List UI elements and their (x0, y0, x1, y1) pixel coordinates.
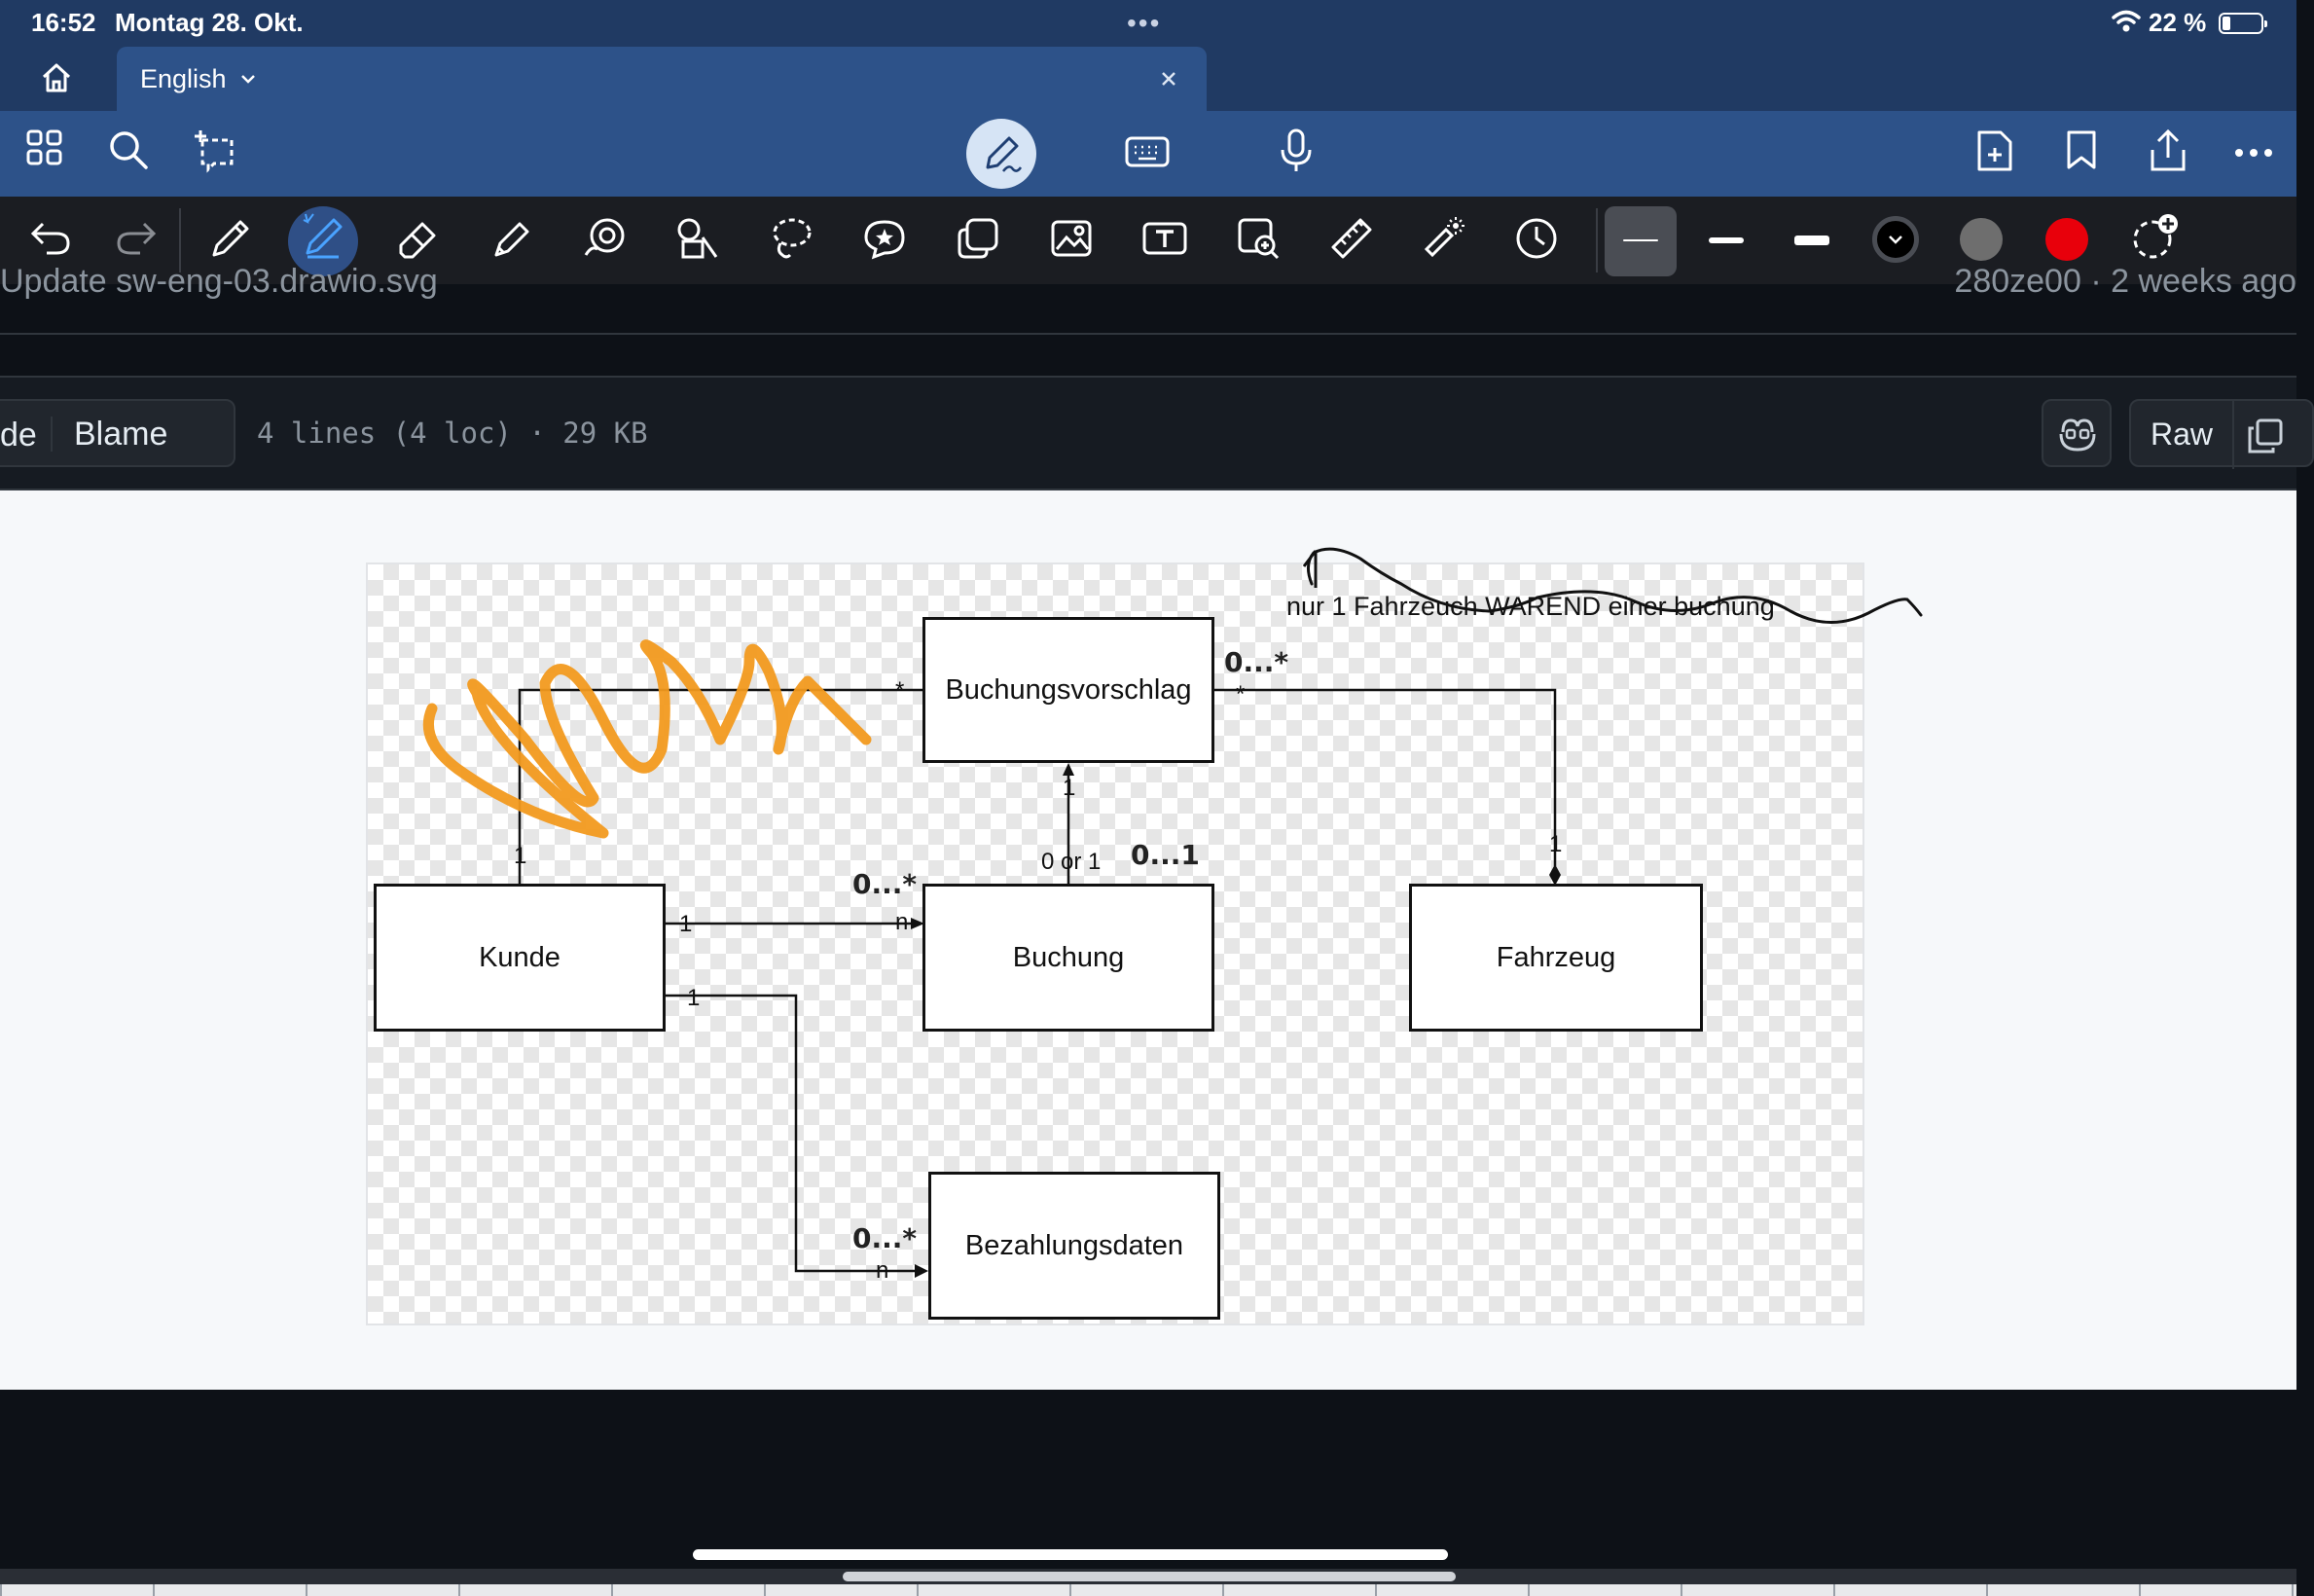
page-scroller[interactable] (0, 1569, 2296, 1596)
tab-title: English (140, 64, 227, 93)
segment-divider (51, 417, 53, 452)
stroke-thin-button[interactable] (1605, 206, 1677, 276)
handwritten-mult-buchung-top: 0...1 (1131, 839, 1200, 871)
battery-percent: 22 % (2149, 8, 2207, 37)
page-ruler (0, 1584, 2296, 1596)
tab-code[interactable]: de (0, 417, 37, 453)
segment-divider (2232, 401, 2234, 469)
spacer (0, 335, 2296, 378)
keyboard-icon[interactable] (1125, 134, 1170, 169)
wifi-icon (2112, 10, 2141, 32)
stroke-medium-button[interactable] (1709, 237, 1744, 243)
selected-tool-highlight (288, 206, 358, 276)
page-bottom (0, 1390, 2296, 1596)
label-n-buchung: n (895, 909, 909, 935)
pen-icon[interactable] (208, 216, 253, 261)
chevron-down-icon (1889, 236, 1902, 244)
label-zero-or-one: 0 or 1 (1041, 849, 1102, 875)
file-info: 4 lines (4 loc) · 29 KB (257, 417, 648, 450)
redo-icon[interactable] (115, 216, 158, 259)
copy-icon[interactable] (2246, 417, 2285, 455)
label-n-bezahl: n (876, 1257, 889, 1284)
grid-icon[interactable] (25, 128, 64, 167)
ballpoint-pen-icon[interactable] (300, 212, 348, 263)
add-color-icon[interactable] (2131, 212, 2180, 261)
box-kunde: Kunde (374, 884, 666, 1032)
label-one-fahrzeug: 1 (1549, 831, 1563, 857)
box-bezahlungsdaten: Bezahlungsdaten (928, 1172, 1220, 1320)
sticker-icon[interactable] (860, 216, 909, 261)
handwritten-mult-bezahl: 0...* (852, 1222, 918, 1254)
lasso-add-icon[interactable] (193, 128, 237, 173)
ruler-icon[interactable] (1329, 216, 1374, 261)
image-search-icon[interactable] (1236, 216, 1281, 261)
close-icon[interactable] (1158, 68, 1179, 90)
textbox-icon[interactable] (1140, 216, 1189, 261)
status-time: 16:52 (31, 8, 96, 37)
stroke-thin (1623, 239, 1658, 241)
shape-tool-icon[interactable] (673, 216, 720, 261)
document-tab[interactable]: English (117, 47, 1207, 111)
scroll-thumb[interactable] (843, 1572, 1456, 1581)
commit-strip: Update sw-eng-03.drawio.svg 280ze00 · 2 … (0, 263, 2296, 335)
status-bar: 16:52 Montag 28. Okt. ••• 22 % (0, 0, 2296, 47)
copilot-icon (2059, 418, 2096, 452)
microphone-icon[interactable] (1279, 128, 1314, 173)
stroke-thick-button[interactable] (1794, 236, 1829, 245)
copilot-button[interactable] (2042, 399, 2112, 467)
main-toolbar (0, 111, 2296, 197)
handwritten-mult-vorschlag: 0...* (1224, 646, 1289, 678)
bookmark-icon[interactable] (2065, 128, 2098, 171)
label-one-vorschlag: 1 (1063, 775, 1076, 801)
history-icon[interactable] (1514, 216, 1559, 261)
toolbar-separator (1596, 208, 1598, 272)
raw-copy-group: Raw (2129, 399, 2314, 469)
battery-level (2223, 17, 2230, 30)
toolbar-separator (179, 208, 181, 272)
raw-button[interactable]: Raw (2151, 417, 2214, 452)
status-date: Montag 28. Okt. (115, 8, 304, 37)
file-header: de Blame 4 lines (4 loc) · 29 KB Raw (0, 378, 2314, 490)
box-fahrzeug: Fahrzeug (1409, 884, 1703, 1032)
chevron-down-icon[interactable] (237, 68, 259, 90)
pen-mode-icon (986, 136, 1023, 172)
multitasking-dots[interactable]: ••• (1127, 8, 1162, 38)
home-indicator[interactable] (693, 1549, 1448, 1560)
drawing-toolbar (0, 197, 2296, 284)
highlighter-icon[interactable] (488, 216, 533, 261)
color-swatch-gray[interactable] (1960, 218, 2003, 261)
label-star-left: * (895, 677, 905, 704)
search-icon[interactable] (107, 128, 150, 171)
shapes-icon[interactable] (582, 216, 629, 261)
handwritten-mult-buchung-left: 0...* (852, 868, 918, 900)
box-buchungsvorschlag: Buchungsvorschlag (922, 617, 1214, 763)
share-icon[interactable] (2147, 128, 2189, 173)
pen-mode-button[interactable] (966, 119, 1036, 189)
lasso-icon[interactable] (769, 216, 814, 261)
battery-icon (2219, 13, 2267, 34)
label-one-kunde-buchung: 1 (679, 911, 693, 937)
home-icon[interactable] (39, 60, 74, 95)
box-buchung: Buchung (922, 884, 1214, 1032)
eraser-icon[interactable] (395, 216, 440, 261)
label-one-kunde-bezahl: 1 (687, 985, 701, 1011)
tab-blame[interactable]: Blame (74, 416, 168, 453)
add-page-icon[interactable] (1975, 128, 2014, 173)
laser-icon[interactable] (1421, 216, 1467, 261)
view-toggle: de Blame (0, 399, 235, 467)
label-one-kunde-up: 1 (514, 843, 527, 869)
handwritten-note: nur 1 Fahrzeuch WAREND einer buchung (1286, 592, 1775, 621)
color-swatch-red[interactable] (2045, 218, 2088, 261)
color-swatch-black[interactable] (1872, 216, 1919, 263)
commit-message[interactable]: Update sw-eng-03.drawio.svg (0, 263, 438, 300)
element-icon[interactable] (956, 216, 1000, 261)
tab-row: English (0, 47, 2296, 111)
more-icon[interactable] (2234, 148, 2273, 158)
image-icon[interactable] (1049, 216, 1094, 261)
commit-meta[interactable]: 280ze00 · 2 weeks ago (1954, 263, 2296, 300)
undo-icon[interactable] (29, 216, 72, 259)
label-star-right: * (1236, 681, 1246, 707)
